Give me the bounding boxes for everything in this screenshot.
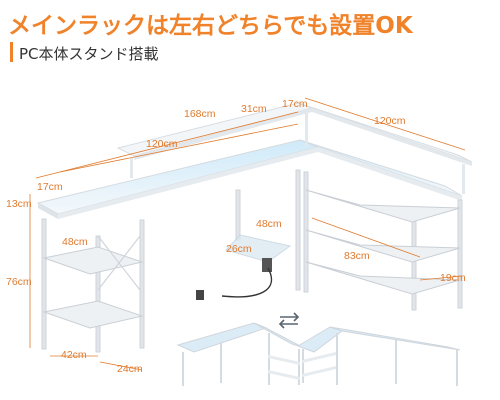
dimension-17cm-left: 17cm	[37, 181, 63, 193]
dimension-120cm-right: 120cm	[374, 115, 406, 127]
dimension-83cm: 83cm	[344, 250, 370, 262]
dimension-17cm-top: 17cm	[282, 98, 308, 110]
right-configuration-thumbnail	[296, 326, 461, 386]
dimension-168cm: 168cm	[184, 108, 216, 120]
dimension-lines	[29, 97, 466, 371]
page-title: メインラックは左右どちらでも設置OK	[8, 13, 413, 39]
subtitle-accent-bar	[10, 42, 13, 62]
dimension-48cm-left: 48cm	[62, 236, 88, 248]
dimension-19cm: 19cm	[440, 272, 466, 284]
dimension-26cm: 26cm	[226, 243, 252, 255]
left-configuration-thumbnail	[176, 322, 303, 386]
dimension-120cm-left: 120cm	[146, 138, 178, 150]
dimension-31cm: 31cm	[241, 103, 267, 115]
dimension-76cm: 76cm	[6, 276, 32, 288]
l-shaped-desk	[36, 102, 473, 353]
dimension-13cm: 13cm	[6, 198, 32, 210]
dimension-48cm-mid: 48cm	[256, 218, 282, 230]
swap-arrows-icon	[278, 312, 300, 329]
dimension-42cm: 42cm	[61, 349, 87, 361]
dimension-24cm: 24cm	[117, 363, 143, 375]
page-subtitle: PC本体スタンド搭載	[19, 45, 159, 63]
